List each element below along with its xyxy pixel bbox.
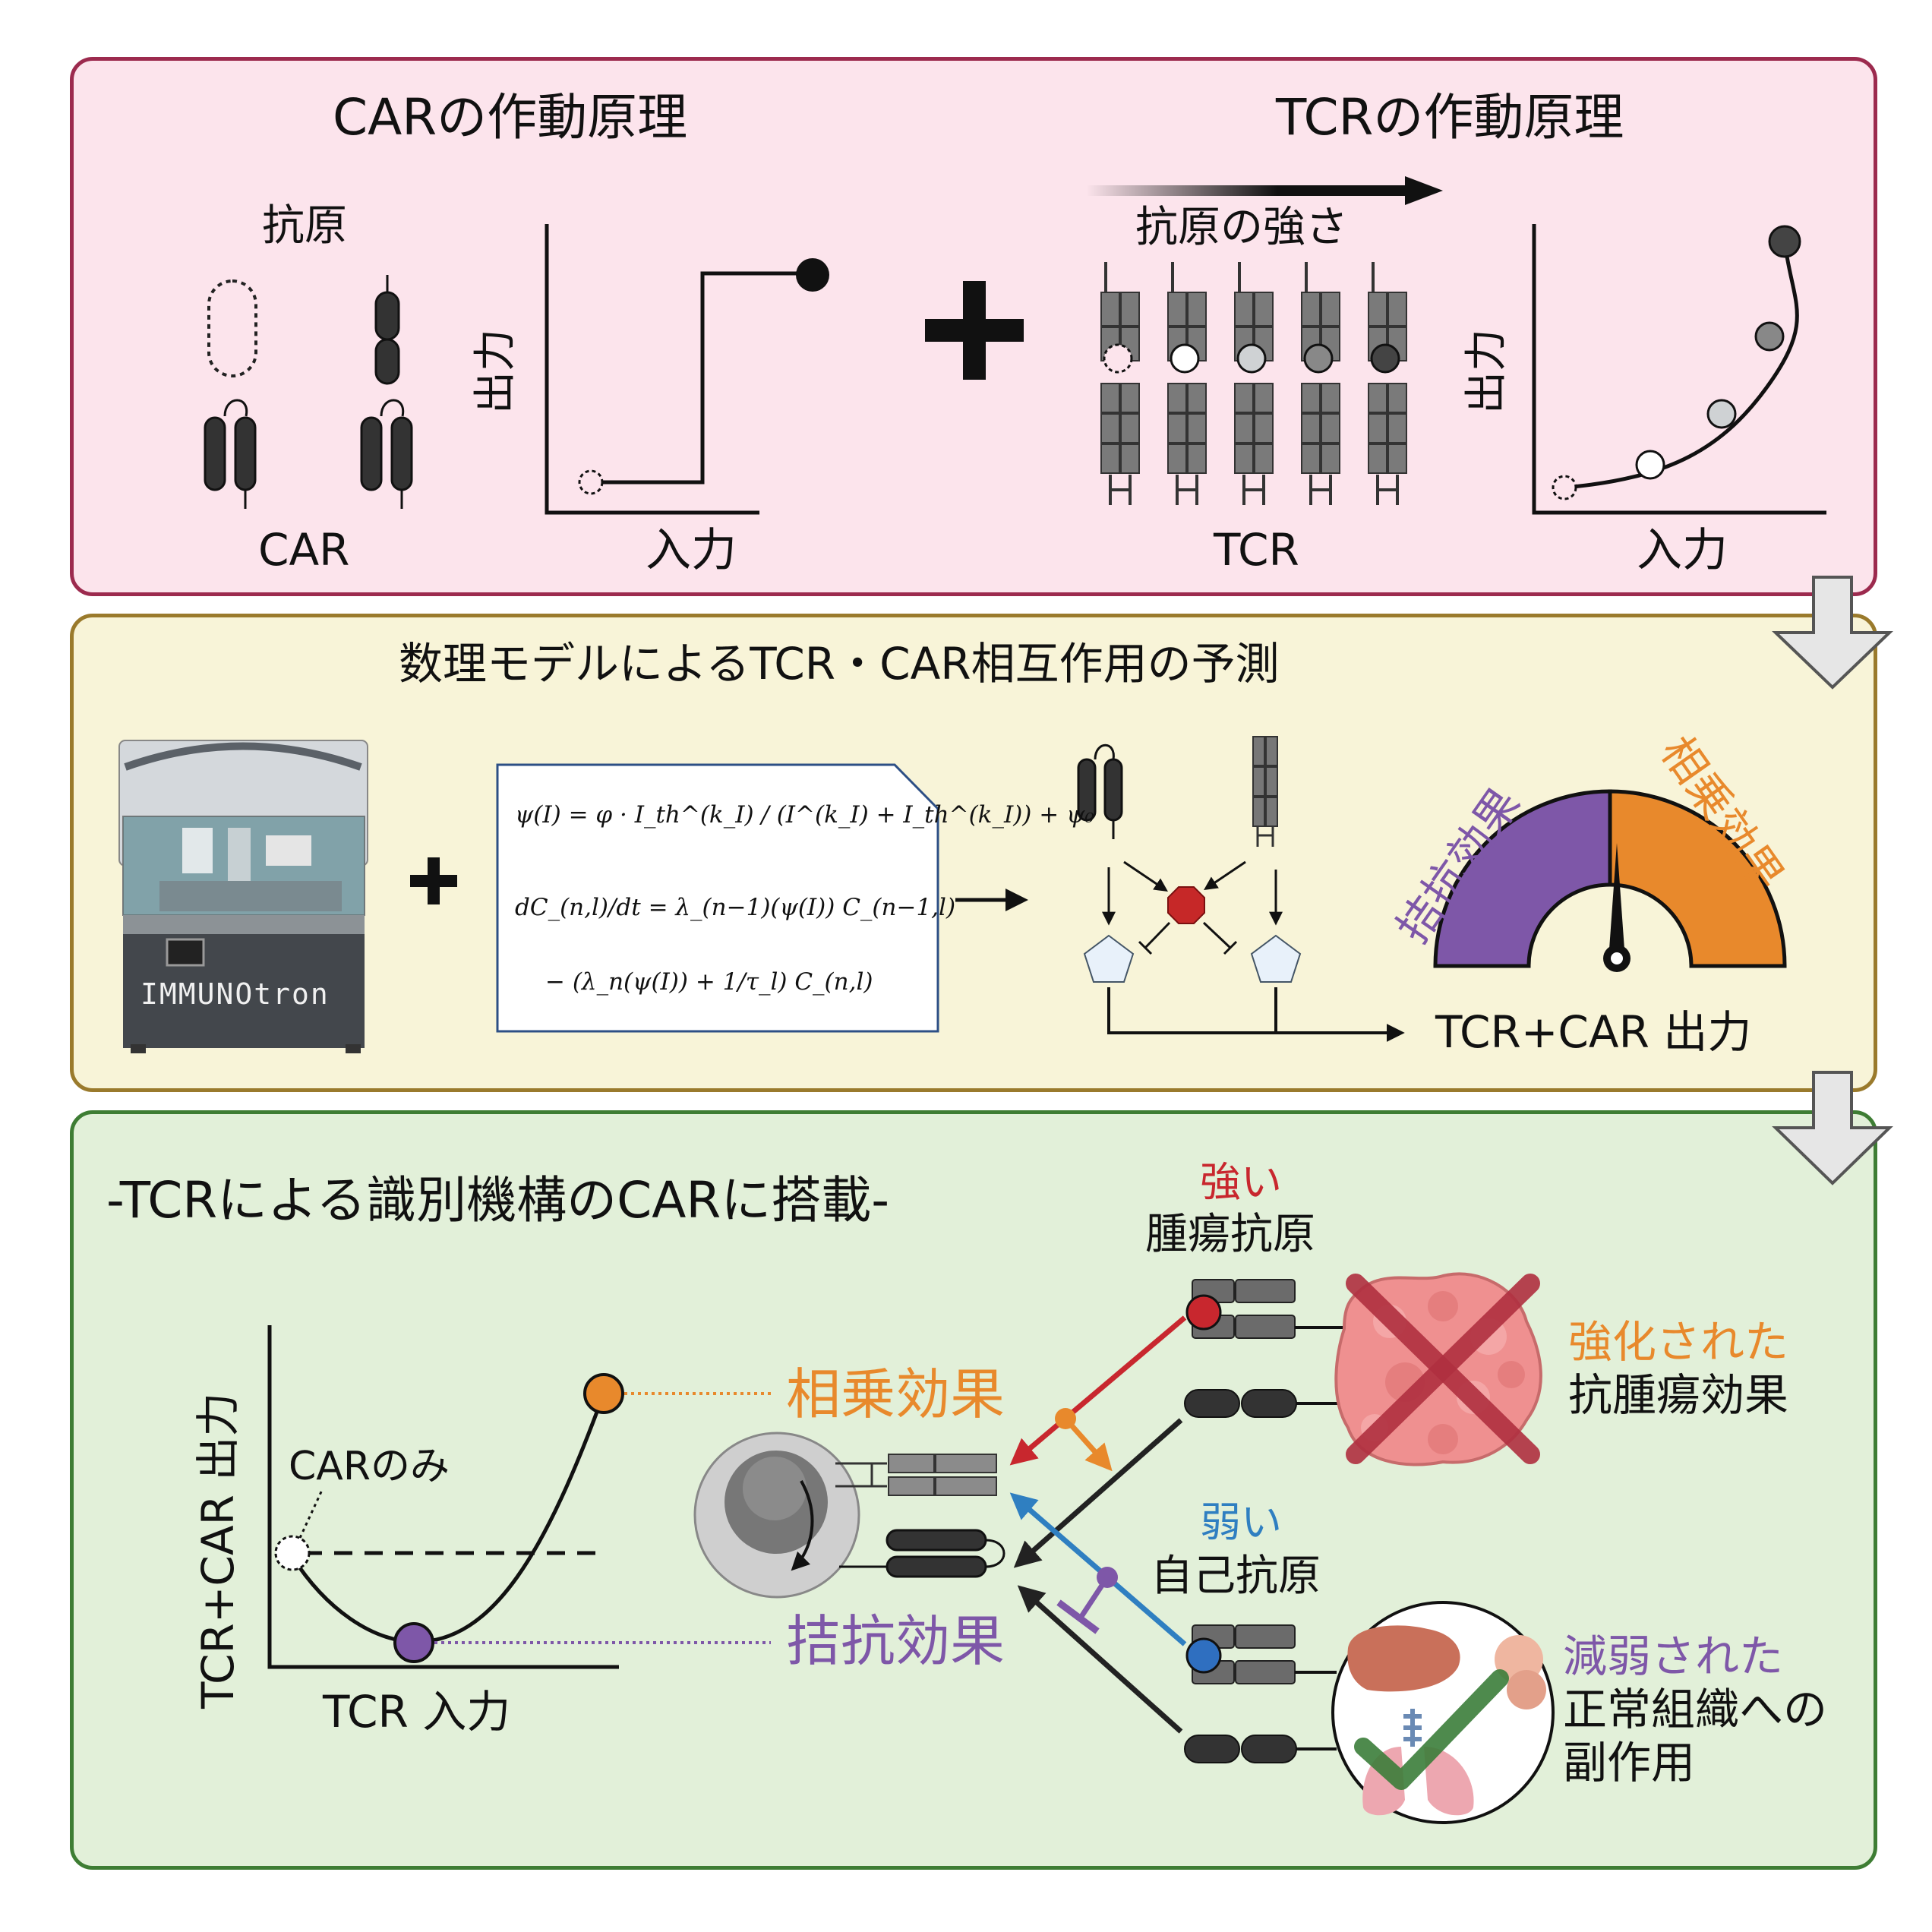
antigen-strength-label: 抗原の強さ — [1135, 203, 1348, 252]
tcr-input-axis-label: 入力 — [1637, 524, 1728, 577]
antagonism-synergy-gauge — [1433, 789, 1787, 972]
antigen-strength-arrow — [1086, 176, 1443, 205]
cross-icon — [1346, 1274, 1540, 1464]
equation-line-1: ψ(I) = φ · I_th^(k_I) / (I^(k_I) + I_th^… — [515, 801, 1094, 829]
tcr-receptor-icon — [1167, 262, 1207, 505]
tcr-car-network-diagram — [1077, 736, 1405, 1042]
down-arrow-icon — [1772, 576, 1893, 690]
strong-label: 強い — [1200, 1158, 1282, 1206]
self-antigen-label: 自己抗原 — [1151, 1552, 1321, 1601]
equation-box — [496, 763, 939, 1033]
tcr-receptor-icon — [1368, 262, 1407, 505]
discrimination-title: -TCRによる識別機構のCARに搭載- — [106, 1171, 890, 1230]
car-with-antigen-icon — [360, 275, 413, 509]
tcr-principle-title: TCRの作動原理 — [1276, 88, 1624, 147]
car-without-antigen-icon — [204, 279, 257, 509]
tcr-input-axis-label: TCR 入力 — [323, 1686, 511, 1738]
tcr-receptor-icon — [1301, 262, 1340, 505]
plus-icon — [410, 857, 457, 904]
equation-line-3: − (λ_n(ψ(I)) + 1/τ_l) C_(n,l) — [545, 968, 873, 996]
model-title: 数理モデルによるTCR・CAR相互作用の予測 — [399, 638, 1280, 690]
immunotron-label: IMMUNOtron — [140, 977, 330, 1011]
down-arrow-icon — [1772, 1071, 1893, 1185]
reduced-label: 減弱された — [1563, 1631, 1784, 1682]
combined-output-axis-label: TCR+CAR 出力 — [192, 1392, 244, 1709]
tcr-receptor-icon — [1100, 262, 1140, 505]
tcr-receptor-row — [1100, 262, 1407, 505]
gauge-output-label: TCR+CAR 出力 — [1435, 1006, 1752, 1058]
side-effect-line-1: 正常組織への — [1563, 1684, 1828, 1735]
self-antigen-receptors — [1184, 1624, 1337, 1763]
plus-icon — [925, 281, 1024, 380]
synergy-effect-label: 相乗効果 — [786, 1362, 1005, 1426]
immunotron-machine-icon — [118, 740, 368, 1053]
weak-label: 弱い — [1200, 1498, 1282, 1546]
tcr-label: TCR — [1214, 524, 1299, 576]
tcr-receptor-icon — [1234, 262, 1274, 505]
side-effect-line-2: 副作用 — [1563, 1737, 1696, 1788]
car-only-label: CARのみ — [289, 1444, 450, 1489]
antigen-label: 抗原 — [262, 201, 347, 251]
t-cell-icon — [693, 1432, 1005, 1599]
tcr-output-axis-label: 出力 — [1462, 329, 1511, 414]
car-principle-title: CARの作動原理 — [333, 88, 688, 147]
check-icon — [1354, 1669, 1509, 1790]
tcr-graded-response-graph — [1532, 224, 1826, 515]
tcr-car-output-graph — [267, 1325, 771, 1669]
enhanced-label: 強化された — [1568, 1316, 1789, 1368]
antitumor-effect-label: 抗腫瘍効果 — [1568, 1369, 1789, 1421]
interaction-arrows — [1009, 1315, 1187, 1734]
normal-tissue-icon — [1331, 1601, 1555, 1824]
car-output-axis-label: 出力 — [471, 329, 520, 414]
antagonism-effect-label: 拮抗効果 — [786, 1609, 1005, 1673]
equation-line-2: dC_(n,l)/dt = λ_(n−1)(ψ(I)) C_(n−1,l) — [515, 894, 956, 921]
car-input-axis-label: 入力 — [646, 524, 737, 577]
tumor-antigen-label: 腫瘍抗原 — [1145, 1210, 1315, 1259]
car-label: CAR — [258, 524, 350, 576]
car-step-response-graph — [545, 224, 829, 515]
tumor-antigen-receptors — [1184, 1279, 1352, 1418]
